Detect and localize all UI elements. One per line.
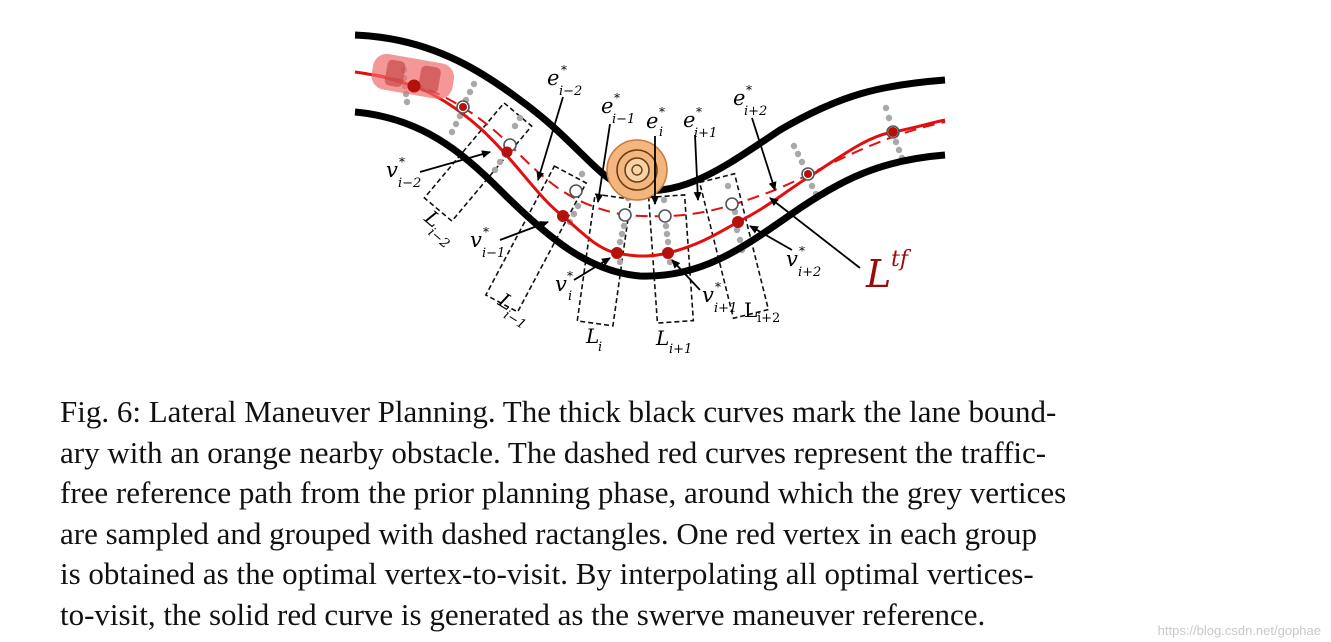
svg-text:i+1: i+1 bbox=[669, 342, 692, 357]
svg-text:v: v bbox=[386, 158, 398, 182]
svg-text:L: L bbox=[865, 252, 891, 296]
svg-text:*: * bbox=[746, 83, 752, 97]
caption-line: to-visit, the solid red curve is generat… bbox=[60, 595, 1250, 636]
svg-text:*: * bbox=[659, 105, 665, 119]
svg-text:i−1: i−1 bbox=[482, 246, 505, 261]
grey-column bbox=[567, 171, 585, 225]
caption-line: are sampled and grouped with dashed ract… bbox=[60, 514, 1250, 555]
svg-text:i: i bbox=[598, 340, 602, 355]
svg-text:v: v bbox=[702, 283, 714, 307]
svg-text:i−2: i−2 bbox=[559, 84, 582, 99]
svg-text:e: e bbox=[646, 109, 658, 133]
svg-text:*: * bbox=[561, 63, 567, 77]
caption-line: Fig. 6: Lateral Maneuver Planning. The t… bbox=[60, 392, 1250, 433]
obstacle-icon bbox=[607, 140, 667, 200]
svg-text:i+2: i+2 bbox=[757, 311, 780, 326]
svg-text:*: * bbox=[483, 225, 489, 239]
svg-text:e: e bbox=[547, 66, 559, 90]
svg-text:*: * bbox=[696, 105, 702, 119]
svg-text:tf: tf bbox=[891, 247, 912, 272]
svg-text:*: * bbox=[399, 155, 405, 169]
figure-diagram: e * i−2 e * i−1 e * i e * i+1 e * i+2 v … bbox=[0, 0, 1331, 380]
svg-text:*: * bbox=[799, 244, 805, 258]
svg-text:*: * bbox=[567, 269, 573, 283]
maneuver-planning-diagram: e * i−2 e * i−1 e * i e * i+1 e * i+2 v … bbox=[0, 0, 1331, 380]
svg-text:L: L bbox=[744, 298, 757, 322]
svg-text:i+2: i+2 bbox=[744, 104, 767, 119]
svg-text:i−1: i−1 bbox=[612, 112, 635, 127]
caption-line: free reference path from the prior plann… bbox=[60, 473, 1250, 514]
svg-text:*: * bbox=[614, 91, 620, 105]
figure-caption: Fig. 6: Lateral Maneuver Planning. The t… bbox=[60, 392, 1250, 635]
watermark: https://blog.csdn.net/gophae bbox=[1158, 623, 1321, 638]
caption-line: is obtained as the optimal vertex-to-vis… bbox=[60, 554, 1250, 595]
svg-text:i: i bbox=[659, 125, 663, 140]
svg-text:i: i bbox=[568, 289, 572, 304]
svg-text:*: * bbox=[715, 280, 721, 294]
svg-text:i−2: i−2 bbox=[398, 176, 421, 191]
vehicle-icon bbox=[369, 52, 456, 102]
svg-text:v: v bbox=[786, 247, 798, 271]
svg-text:i+1: i+1 bbox=[694, 126, 717, 141]
caption-line: ary with an orange nearby obstacle. The … bbox=[60, 433, 1250, 474]
svg-text:i+2: i+2 bbox=[798, 265, 821, 280]
svg-text:i+1: i+1 bbox=[714, 301, 737, 316]
svg-text:L: L bbox=[655, 326, 669, 350]
svg-text:v: v bbox=[555, 272, 567, 296]
svg-text:v: v bbox=[470, 228, 482, 252]
